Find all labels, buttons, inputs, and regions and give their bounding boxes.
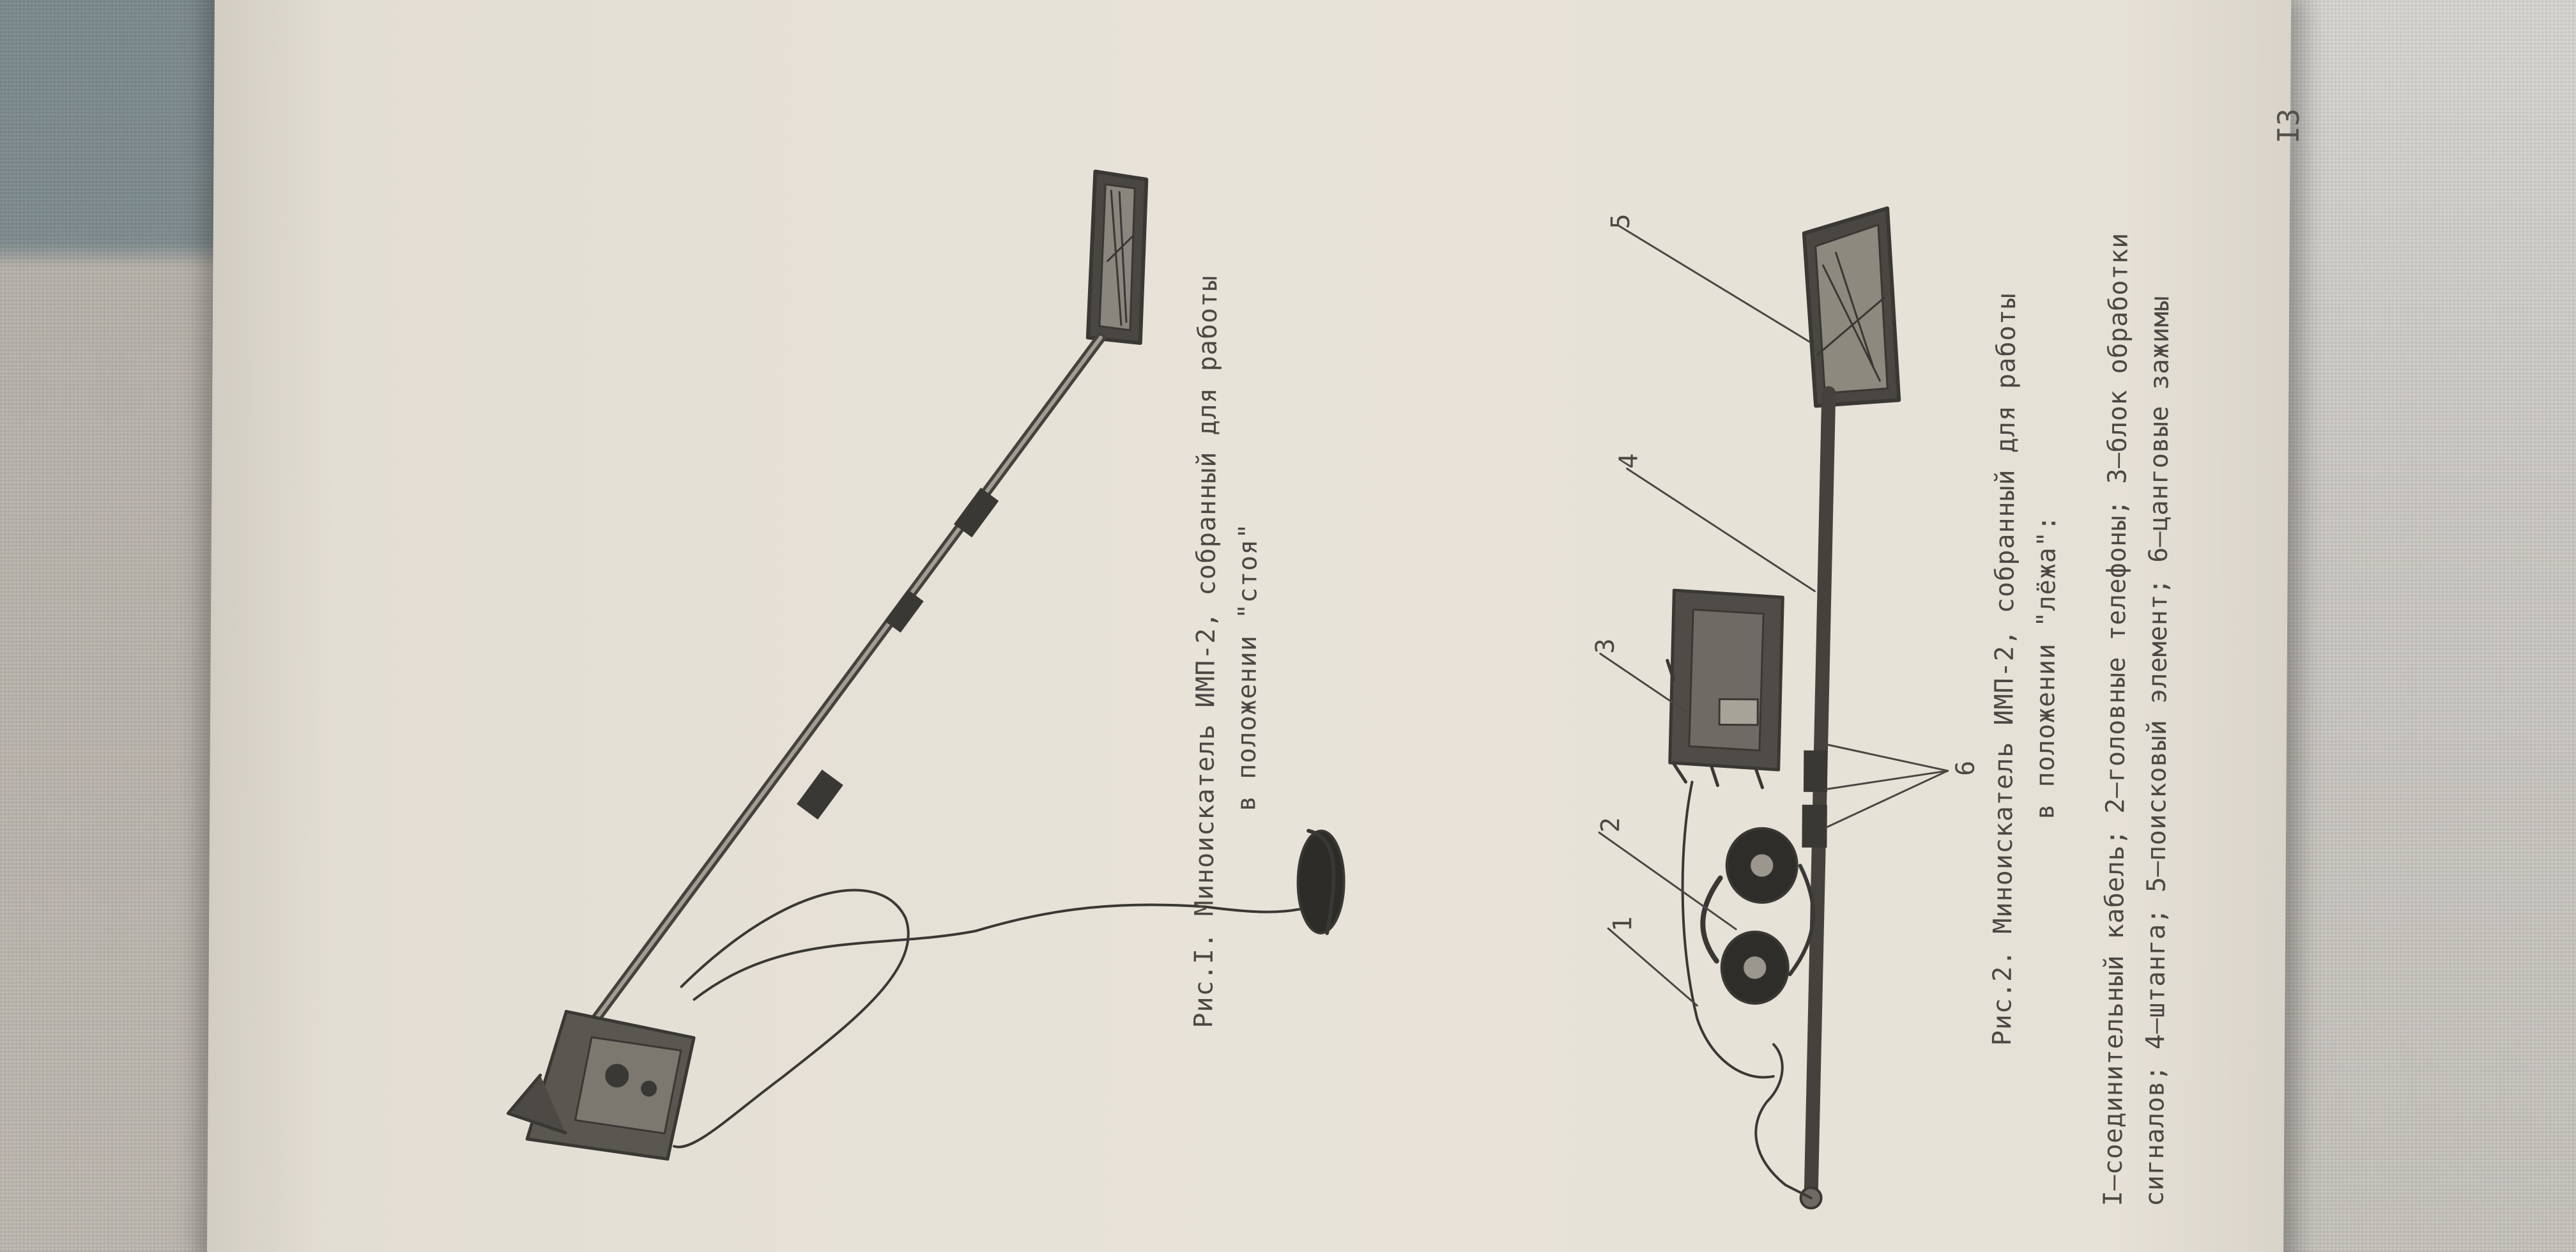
background-cloth-right (2262, 0, 2576, 1252)
figure-1-caption-line-1: Рис.I. Миноискатель ИМП-2, собранный для… (1189, 275, 1223, 1028)
figure-1-search-head (1085, 169, 1149, 345)
callout-4: 4 (1614, 452, 1644, 469)
callout-1: 1 (1608, 915, 1638, 932)
callout-5: 5 (1606, 213, 1636, 229)
figure-2-search-head (1802, 206, 1901, 408)
figure-2-signal-unit (1666, 588, 1784, 790)
callout-3: 3 (1590, 637, 1620, 654)
figure-2-headphones (1700, 827, 1816, 1005)
figure-1-headphones (1296, 828, 1346, 935)
figure-2-rod (1799, 386, 1836, 1210)
page-number: I3 (2271, 108, 2306, 144)
callout-6: 6 (1951, 760, 1981, 776)
figure-2-caption-line-1: Рис.2. Миноискатель ИМП-2, собранный для… (1988, 293, 2022, 1046)
legend-line-1: I–соединительный кабель; 2–головные теле… (2098, 233, 2134, 1207)
document-page: 1 2 3 4 5 6 Рис.I. Миноискатель ИМП-2, с… (206, 0, 2306, 1252)
figure-1-cables (673, 889, 1310, 1149)
figure-1-illustration (506, 169, 1949, 1210)
figure-1-caption-line-2: в положении "стоя" (1232, 523, 1264, 812)
figure-2-leader-lines (1598, 225, 1949, 1007)
legend-line-2: сигналов; 4–штанга; 5–поисковый элемент;… (2140, 295, 2175, 1207)
figure-2-caption-line-2: в положении "лёжа": (2030, 514, 2062, 820)
figure-1-rod (586, 332, 1106, 1030)
figure-1-signal-unit (506, 1009, 696, 1161)
figure-2-cable (1681, 781, 1813, 1200)
callout-2: 2 (1596, 816, 1626, 833)
